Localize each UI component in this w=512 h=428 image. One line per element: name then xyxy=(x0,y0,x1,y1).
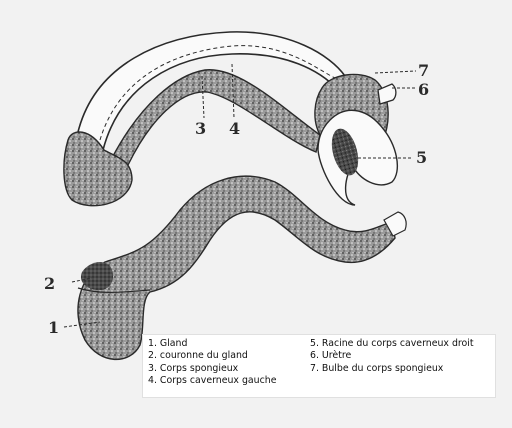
legend-entry-couronne: 2. couronne du gland xyxy=(148,350,308,362)
legend-right-column: 5. Racine du corps caverneux droit 6. Ur… xyxy=(310,338,495,375)
legend-left-column: 1. Gland 2. couronne du gland 3. Corps s… xyxy=(148,338,308,388)
callout-5: 5 xyxy=(416,148,427,167)
legend-entry-corps-caverneux-gauche: 4. Corps caverneux gauche xyxy=(148,375,308,387)
callout-4: 4 xyxy=(229,119,240,138)
legend-entry-uretre: 6. Urètre xyxy=(310,350,495,362)
callout-2: 2 xyxy=(44,274,55,293)
legend-entry-bulbe: 7. Bulbe du corps spongieux xyxy=(310,363,495,375)
callout-1: 1 xyxy=(48,318,59,337)
legend-entry-corps-spongieux: 3. Corps spongieux xyxy=(148,363,308,375)
legend-entry-gland: 1. Gland xyxy=(148,338,308,350)
callout-6: 6 xyxy=(418,80,429,99)
callout-7: 7 xyxy=(418,61,429,80)
legend-box: 1. Gland 2. couronne du gland 3. Corps s… xyxy=(142,334,496,398)
callout-3: 3 xyxy=(195,119,206,138)
legend-entry-racine: 5. Racine du corps caverneux droit xyxy=(310,338,495,350)
